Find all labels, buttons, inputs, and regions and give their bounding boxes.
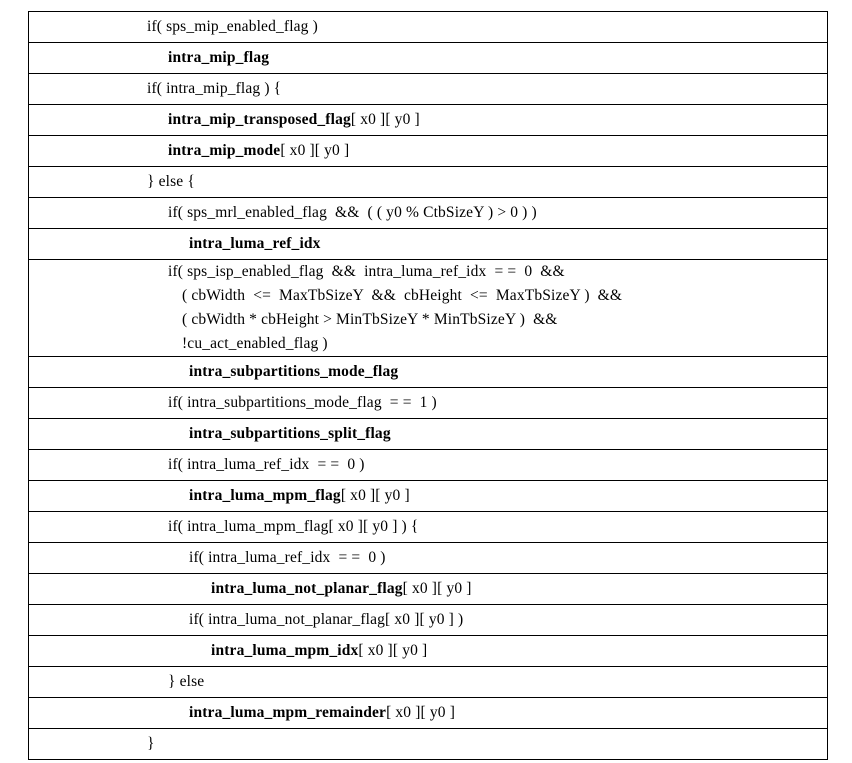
syntax-text: if( intra_subpartitions_mode_flag = = 1 … [168,394,437,411]
syntax-element-name: intra_mip_flag [168,49,270,66]
syntax-text: } else { [147,173,195,190]
syntax-text: } else [168,673,205,690]
syntax-cell-row-5: intra_mip_mode[ x0 ][ y0 ] [28,135,828,167]
syntax-cell-row-9: if( sps_isp_enabled_flag && intra_luma_r… [28,259,828,357]
syntax-code-line: if( intra_subpartitions_mode_flag = = 1 … [29,389,827,417]
syntax-code-line: if( intra_luma_not_planar_flag[ x0 ][ y0… [29,606,827,634]
syntax-code-line: } else { [29,168,827,196]
syntax-cell-row-15: if( intra_luma_mpm_flag[ x0 ][ y0 ] ) { [28,511,828,543]
syntax-row: } [28,728,828,760]
syntax-code-line: } [29,730,827,758]
syntax-text: if( intra_mip_flag ) { [147,80,282,97]
syntax-text: [ x0 ][ y0 ] [386,704,456,721]
syntax-cell-row-8: intra_luma_ref_idx [28,228,828,260]
syntax-table-container: if( sps_mip_enabled_flag ) intra_mip_flag… [28,11,828,760]
syntax-cell-row-2: intra_mip_flag [28,42,828,74]
syntax-row: intra_luma_mpm_flag[ x0 ][ y0 ] [28,480,828,512]
syntax-text: [ x0 ][ y0 ] [350,111,420,128]
syntax-row: if( intra_luma_ref_idx = = 0 ) [28,542,828,574]
syntax-row: intra_luma_ref_idx [28,228,828,260]
syntax-row: intra_mip_transposed_flag[ x0 ][ y0 ] [28,104,828,136]
syntax-element-name: intra_subpartitions_mode_flag [189,363,399,380]
syntax-text: [ x0 ][ y0 ] [358,642,428,659]
syntax-row: if( sps_mip_enabled_flag ) [28,11,828,43]
syntax-row: } else [28,666,828,698]
syntax-row: if( intra_luma_not_planar_flag[ x0 ][ y0… [28,604,828,636]
syntax-row: if( intra_mip_flag ) { [28,73,828,105]
syntax-code-line: intra_subpartitions_mode_flag [29,358,827,386]
syntax-cell-row-4: intra_mip_transposed_flag[ x0 ][ y0 ] [28,104,828,136]
syntax-cell-row-13: if( intra_luma_ref_idx = = 0 ) [28,449,828,481]
syntax-cell-row-22: } [28,728,828,760]
syntax-text: if( sps_mrl_enabled_flag && ( ( y0 % Ctb… [168,204,537,221]
syntax-code-line: if( intra_luma_mpm_flag[ x0 ][ y0 ] ) { [29,513,827,541]
syntax-cell-row-21: intra_luma_mpm_remainder[ x0 ][ y0 ] [28,697,828,729]
syntax-element-name: intra_mip_mode [168,142,281,159]
syntax-code-line: if( sps_mrl_enabled_flag && ( ( y0 % Ctb… [29,199,827,227]
syntax-cell-row-11: if( intra_subpartitions_mode_flag = = 1 … [28,387,828,419]
syntax-element-name: intra_luma_mpm_flag [189,487,341,504]
syntax-code-line: if( intra_luma_ref_idx = = 0 ) [29,544,827,572]
syntax-element-name: intra_mip_transposed_flag [168,111,351,128]
syntax-code-line: if( sps_isp_enabled_flag && intra_luma_r… [168,263,565,280]
syntax-code-line: intra_luma_mpm_flag[ x0 ][ y0 ] [29,482,827,510]
syntax-text: } [147,735,155,752]
syntax-code-line: intra_luma_mpm_remainder[ x0 ][ y0 ] [29,699,827,727]
syntax-row: intra_luma_mpm_remainder[ x0 ][ y0 ] [28,697,828,729]
syntax-cell-row-6: } else { [28,166,828,198]
syntax-code-line: intra_mip_flag [29,44,827,72]
syntax-text: [ x0 ][ y0 ] [280,142,350,159]
syntax-text: if( intra_luma_not_planar_flag[ x0 ][ y0… [189,611,464,628]
syntax-code-line: if( intra_luma_ref_idx = = 0 ) [29,451,827,479]
syntax-row: intra_luma_mpm_idx[ x0 ][ y0 ] [28,635,828,667]
syntax-cell-row-18: if( intra_luma_not_planar_flag[ x0 ][ y0… [28,604,828,636]
syntax-code-line: intra_luma_not_planar_flag[ x0 ][ y0 ] [29,575,827,603]
syntax-code-line: intra_luma_mpm_idx[ x0 ][ y0 ] [29,637,827,665]
syntax-table: if( sps_mip_enabled_flag ) intra_mip_flag… [28,11,828,760]
syntax-code-line: intra_subpartitions_split_flag [29,420,827,448]
syntax-table-body: if( sps_mip_enabled_flag ) intra_mip_flag… [28,11,828,760]
syntax-code-line: ( cbWidth * cbHeight > MinTbSizeY * MinT… [182,311,558,328]
syntax-text: if( intra_luma_ref_idx = = 0 ) [189,549,386,566]
syntax-element-name: intra_luma_mpm_idx [211,642,359,659]
syntax-code-line: } else [29,668,827,696]
syntax-row: intra_mip_flag [28,42,828,74]
syntax-text: if( intra_luma_mpm_flag[ x0 ][ y0 ] ) { [168,518,419,535]
syntax-row: intra_mip_mode[ x0 ][ y0 ] [28,135,828,167]
syntax-cell-row-19: intra_luma_mpm_idx[ x0 ][ y0 ] [28,635,828,667]
syntax-row: if( intra_luma_mpm_flag[ x0 ][ y0 ] ) { [28,511,828,543]
syntax-code-line: intra_luma_ref_idx [29,230,827,258]
syntax-element-name: intra_subpartitions_split_flag [189,425,391,442]
syntax-row: if( intra_luma_ref_idx = = 0 ) [28,449,828,481]
syntax-cell-row-10: intra_subpartitions_mode_flag [28,356,828,388]
syntax-text: [ x0 ][ y0 ] [340,487,410,504]
syntax-element-name: intra_luma_ref_idx [189,235,321,252]
syntax-cell-row-16: if( intra_luma_ref_idx = = 0 ) [28,542,828,574]
syntax-row: if( sps_mrl_enabled_flag && ( ( y0 % Ctb… [28,197,828,229]
syntax-text: [ x0 ][ y0 ] [402,580,472,597]
syntax-code-line: if( sps_mip_enabled_flag ) [29,13,827,41]
syntax-cell-row-1: if( sps_mip_enabled_flag ) [28,11,828,43]
syntax-code-line: intra_mip_mode[ x0 ][ y0 ] [29,137,827,165]
syntax-cell-row-20: } else [28,666,828,698]
syntax-cell-row-14: intra_luma_mpm_flag[ x0 ][ y0 ] [28,480,828,512]
syntax-cell-row-17: intra_luma_not_planar_flag[ x0 ][ y0 ] [28,573,828,605]
syntax-row: if( intra_subpartitions_mode_flag = = 1 … [28,387,828,419]
syntax-row: intra_luma_not_planar_flag[ x0 ][ y0 ] [28,573,828,605]
syntax-row: intra_subpartitions_mode_flag [28,356,828,388]
syntax-code-line: !cu_act_enabled_flag ) [182,335,328,352]
syntax-cell-row-7: if( sps_mrl_enabled_flag && ( ( y0 % Ctb… [28,197,828,229]
syntax-row: } else { [28,166,828,198]
syntax-element-name: intra_luma_mpm_remainder [189,704,387,721]
syntax-row: intra_subpartitions_split_flag [28,418,828,450]
syntax-cell-row-12: intra_subpartitions_split_flag [28,418,828,450]
syntax-code-line: intra_mip_transposed_flag[ x0 ][ y0 ] [29,106,827,134]
syntax-code-line: ( cbWidth <= MaxTbSizeY && cbHeight <= M… [182,287,623,304]
syntax-text: if( intra_luma_ref_idx = = 0 ) [168,456,365,473]
syntax-text: if( sps_mip_enabled_flag ) [147,18,318,35]
syntax-element-name: intra_luma_not_planar_flag [211,580,403,597]
syntax-row: if( sps_isp_enabled_flag && intra_luma_r… [28,259,828,357]
syntax-cell-row-3: if( intra_mip_flag ) { [28,73,828,105]
syntax-code-line: if( intra_mip_flag ) { [29,75,827,103]
